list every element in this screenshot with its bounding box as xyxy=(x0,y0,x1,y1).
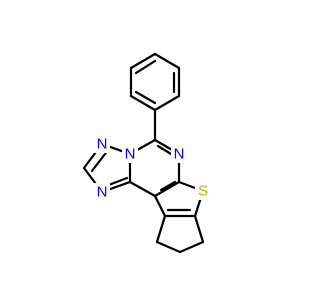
atom-s: S xyxy=(198,183,208,200)
atom-label-s-thiophene: S xyxy=(195,182,211,200)
bond xyxy=(153,180,181,198)
bond xyxy=(128,180,157,198)
bond xyxy=(193,214,205,244)
bond xyxy=(129,94,157,112)
atom-label-n-pyrimidine: N xyxy=(171,145,187,163)
atom-label-n-triazole-bottom: N xyxy=(94,183,110,201)
bond xyxy=(153,94,181,112)
molecule-structure-diagram: N N N N S xyxy=(82,52,211,254)
atom-n: N xyxy=(125,146,136,163)
double-bond xyxy=(134,59,157,75)
bond xyxy=(129,52,157,70)
double-bond xyxy=(159,180,177,192)
bond xyxy=(155,240,182,254)
bond xyxy=(153,52,181,70)
bond xyxy=(178,240,205,254)
atom-label-n-bridgehead: N xyxy=(122,145,138,163)
cyclopentane-ring xyxy=(155,214,205,254)
bond xyxy=(155,214,167,244)
atom-n: N xyxy=(97,136,108,153)
double-bond xyxy=(134,90,157,105)
phenyl-ring xyxy=(129,52,181,112)
atom-label-n-triazole-top: N xyxy=(94,135,110,153)
atom-n: N xyxy=(174,146,185,163)
double-bond xyxy=(90,148,110,173)
bond xyxy=(153,194,167,218)
atom-n: N xyxy=(97,184,108,201)
